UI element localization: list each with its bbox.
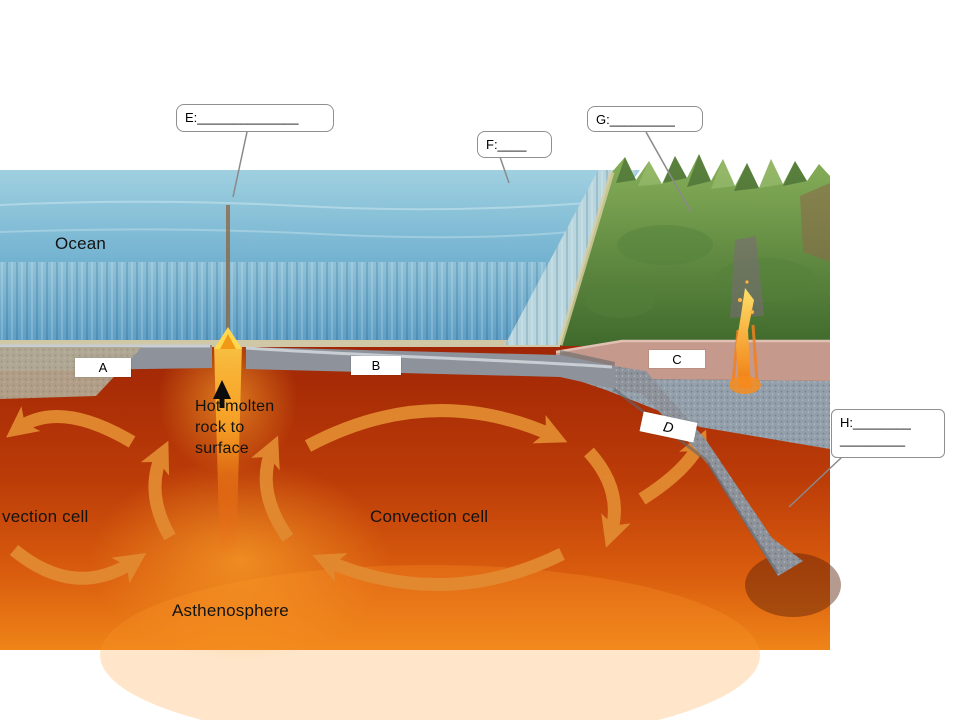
callout-e-label: E:______________ [185,110,299,125]
callout-h-label-line2: _________ [840,432,906,447]
asthenosphere-label: Asthenosphere [172,601,289,620]
continent-region [557,154,830,346]
hot-rock-up-arrow [213,380,231,408]
ocean-region [0,170,640,347]
volcano-eruption [729,280,761,394]
callout-leader-lines [232,131,843,508]
answer-box-b[interactable]: B [351,356,401,375]
hot-molten-rock-label: Hot molten rock to surface [195,398,275,458]
answer-box-c-label: C [672,351,682,367]
convection-cell-right-label: Convection cell [370,507,489,526]
callout-f-label: F:____ [486,137,527,152]
answer-box-c[interactable]: C [649,350,705,368]
callout-g-label: G:_________ [596,112,675,127]
ridge-crack [226,205,230,335]
callout-e[interactable]: E:______________ [176,104,334,132]
answer-box-a-label: A [98,360,108,375]
callout-h-label-line1: H:________ [840,415,911,430]
convection-arrows [6,404,708,591]
answer-box-d-label: D [661,418,676,436]
convection-cell-left-label: vection cell [2,507,89,526]
ocean-label: Ocean [55,234,107,253]
callout-f[interactable]: F:____ [477,131,552,158]
volcano-slope [730,236,764,318]
callout-g[interactable]: G:_________ [587,106,703,132]
answer-box-b-label: B [371,358,381,373]
answer-box-a[interactable]: A [75,358,131,377]
callout-h[interactable]: H:________ _________ [831,409,945,458]
